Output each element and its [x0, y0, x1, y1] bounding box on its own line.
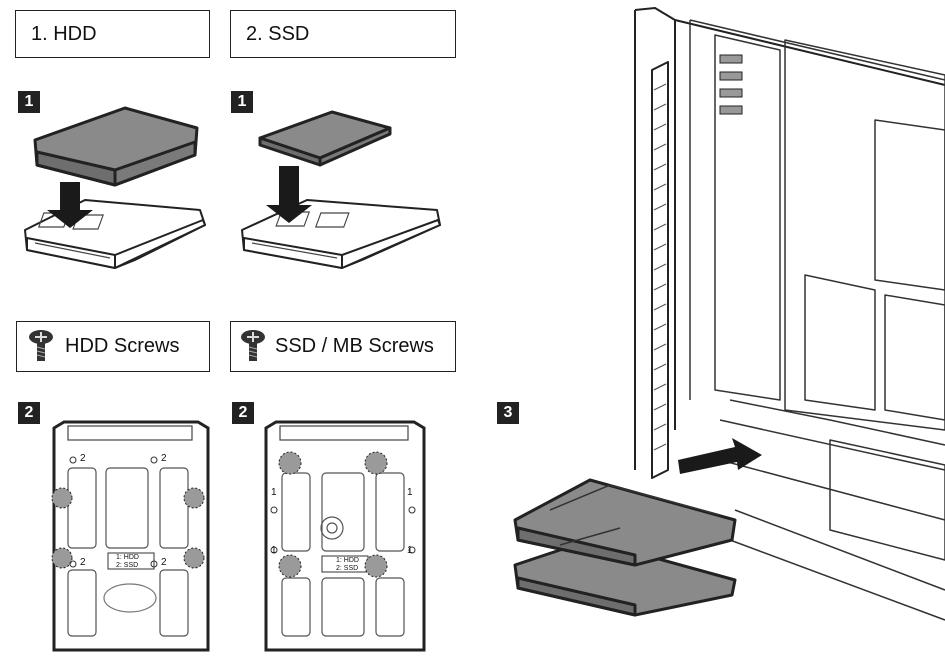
pc-case-illustration	[513, 7, 945, 621]
ssd-tray-top-view	[264, 420, 426, 652]
ssd-title: 2. SSD	[246, 22, 310, 45]
hole-label-1: 1	[407, 545, 413, 556]
step-1-marker-ssd: 1	[231, 91, 253, 113]
hole-label-2: 2	[80, 453, 86, 464]
hdd-screws-box: HDD Screws	[16, 321, 210, 372]
ssd-mb-screws-label: SSD / MB Screws	[275, 335, 434, 357]
hole-label-1: 1	[407, 487, 413, 498]
screw-icon	[241, 330, 265, 361]
step-2-marker-hdd: 2	[18, 402, 40, 424]
hole-label-2: 2	[161, 557, 167, 568]
screw-icon	[29, 330, 53, 361]
step-1-marker-hdd: 1	[18, 91, 40, 113]
hdd-title-box: 1. HDD	[15, 10, 210, 58]
hdd-tray-top-view	[51, 420, 210, 652]
hole-label-1: 1	[271, 487, 277, 498]
step-2-marker-ssd: 2	[232, 402, 254, 424]
tray-tag-line-1: 1: HDD	[116, 554, 139, 561]
ssd-into-tray-illustration	[241, 110, 441, 269]
ssd-title-box: 2. SSD	[230, 10, 456, 58]
ssd-screws-box: SSD / MB Screws	[230, 321, 456, 372]
hole-label-2: 2	[161, 453, 167, 464]
tray-tag-line-2: 2: SSD	[116, 562, 139, 569]
tray-tag-line-1: 1: HDD	[336, 557, 359, 564]
hdd-screws-label: HDD Screws	[65, 335, 180, 357]
tray-tag-line-2: 2: SSD	[336, 565, 359, 572]
hole-label-1: 1	[271, 545, 277, 556]
step-3-marker: 3	[497, 402, 519, 424]
hole-label-2: 2	[80, 557, 86, 568]
hdd-title: 1. HDD	[31, 22, 97, 45]
hdd-into-tray-illustration	[24, 106, 206, 269]
